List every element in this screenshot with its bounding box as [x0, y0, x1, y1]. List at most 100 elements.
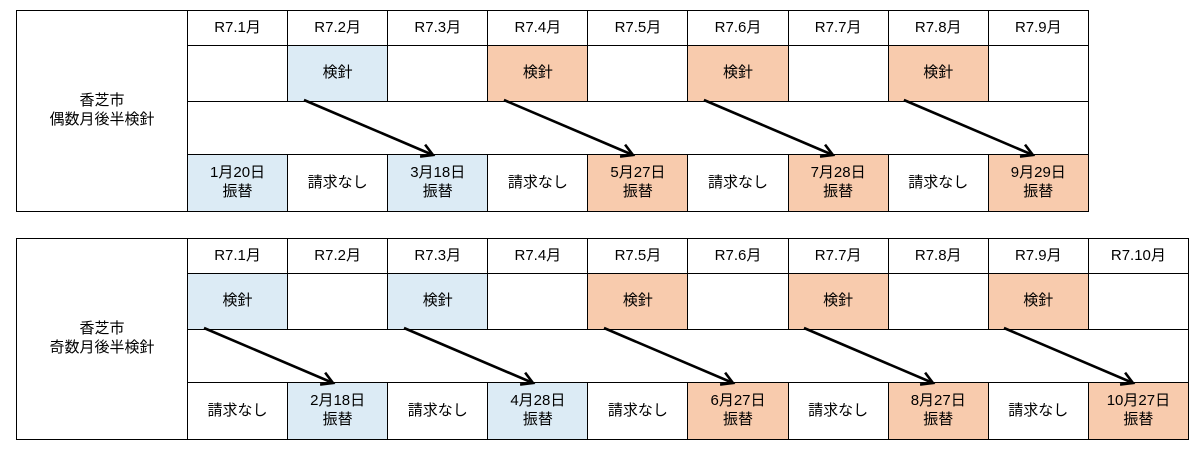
billing-date: 6月27日	[710, 392, 766, 410]
billing-transfer-label: 振替	[1123, 411, 1154, 428]
billing-date: 10月27日	[1106, 392, 1171, 410]
arrow-4	[803, 326, 936, 386]
month-header-4: R7.4月	[487, 10, 589, 46]
billing-date: 9月29日	[1010, 164, 1066, 182]
month-header-2: R7.2月	[287, 10, 389, 46]
billing-cell-lines: 5月27日振替	[588, 164, 687, 202]
billing-cell-lines: 請求なし	[789, 402, 888, 421]
month-header-2: R7.2月	[287, 238, 389, 274]
billing-date: 1月20日	[210, 164, 266, 182]
billing-cell-lines: 2月18日振替	[288, 392, 387, 430]
billing-date: 請求なし	[207, 401, 268, 419]
billing-cell-none-5: 請求なし	[587, 382, 689, 440]
reading-cell-empty-7	[787, 45, 889, 102]
arrow-1	[303, 98, 436, 158]
reading-cell-empty-2	[287, 273, 389, 330]
month-header-6: R7.6月	[687, 238, 789, 274]
reading-cell-empty-4	[487, 273, 589, 330]
billing-cell-none-1: 請求なし	[186, 382, 289, 440]
billing-cell-none-6: 請求なし	[687, 154, 789, 212]
reading-cell-1: 検針	[186, 273, 289, 330]
billing-transfer-label: 振替	[723, 411, 754, 428]
billing-cell-transfer-1: 1月20日振替	[186, 154, 289, 212]
billing-cell-none-2: 請求なし	[287, 154, 389, 212]
reading-cell-empty-5	[587, 45, 689, 102]
billing-cell-transfer-2: 2月18日振替	[287, 382, 389, 440]
row-label-odd-month-late-reading: 香芝市 奇数月後半検針	[16, 238, 188, 440]
billing-cell-lines: 10月27日振替	[1089, 392, 1188, 430]
reading-cell-2: 検針	[287, 45, 389, 102]
arrow-2	[403, 326, 536, 386]
billing-date: 請求なし	[708, 173, 769, 191]
reading-cell-7: 検針	[787, 273, 889, 330]
billing-cell-lines: 4月28日振替	[488, 392, 587, 430]
billing-date: 請求なし	[407, 401, 468, 419]
billing-cell-lines: 7月28日振替	[789, 164, 888, 202]
month-header-9: R7.9月	[987, 238, 1089, 274]
billing-cell-lines: 請求なし	[388, 402, 487, 421]
row-label-even-month-late-reading: 香芝市 偶数月後半検針	[16, 10, 188, 212]
arrow-3	[603, 326, 736, 386]
arrow-2	[503, 98, 636, 158]
arrow-band	[187, 98, 1089, 158]
month-header-9: R7.9月	[987, 10, 1089, 46]
arrow-5	[1003, 326, 1136, 386]
arrow-band	[187, 326, 1189, 386]
billing-date: 5月27日	[610, 164, 666, 182]
billing-date: 請求なし	[507, 173, 568, 191]
reading-cell-3: 検針	[387, 273, 489, 330]
reading-cell-9: 検針	[987, 273, 1089, 330]
billing-transfer-label: 振替	[823, 183, 854, 200]
billing-cell-none-7: 請求なし	[787, 382, 889, 440]
billing-date: 請求なし	[307, 173, 368, 191]
billing-date: 請求なし	[1008, 401, 1069, 419]
month-header-3: R7.3月	[387, 238, 489, 274]
arrow-3	[703, 98, 836, 158]
reading-cell-empty-9	[987, 45, 1089, 102]
month-header-5: R7.5月	[587, 238, 689, 274]
billing-cell-transfer-6: 6月27日振替	[687, 382, 789, 440]
arrow-layer	[188, 326, 1188, 386]
month-header-6: R7.6月	[687, 10, 789, 46]
billing-cell-lines: 3月18日振替	[388, 164, 487, 202]
month-header-4: R7.4月	[487, 238, 589, 274]
month-header-7: R7.7月	[787, 238, 889, 274]
billing-cell-lines: 9月29日振替	[989, 164, 1088, 202]
month-header-3: R7.3月	[387, 10, 489, 46]
billing-cell-lines: 請求なし	[488, 174, 587, 193]
month-header-10: R7.10月	[1087, 238, 1189, 274]
billing-cell-none-4: 請求なし	[487, 154, 589, 212]
billing-cell-transfer-4: 4月28日振替	[487, 382, 589, 440]
billing-cell-transfer-5: 5月27日振替	[587, 154, 689, 212]
billing-cell-transfer-3: 3月18日振替	[387, 154, 489, 212]
billing-cell-lines: 請求なし	[688, 174, 787, 193]
reading-cell-empty-1	[186, 45, 289, 102]
billing-cell-lines: 請求なし	[588, 402, 687, 421]
reading-cell-empty-6	[687, 273, 789, 330]
billing-transfer-label: 振替	[1023, 183, 1054, 200]
month-header-1: R7.1月	[186, 238, 289, 274]
arrow-layer	[188, 98, 1088, 158]
billing-cell-lines: 8月27日振替	[889, 392, 988, 430]
month-header-8: R7.8月	[887, 238, 989, 274]
reading-row: 検針検針検針検針	[17, 45, 1089, 102]
reading-cell-4: 検針	[487, 45, 589, 102]
month-header-8: R7.8月	[887, 10, 989, 46]
month-header-1: R7.1月	[186, 10, 289, 46]
arrow-band-row	[17, 326, 1189, 386]
billing-cell-lines: 請求なし	[188, 402, 287, 421]
billing-cell-lines: 請求なし	[288, 174, 387, 193]
billing-cell-transfer-7: 7月28日振替	[787, 154, 889, 212]
billing-cell-transfer-10: 10月27日振替	[1087, 382, 1189, 440]
arrow-band-row	[17, 98, 1089, 158]
billing-cell-lines: 請求なし	[889, 174, 988, 193]
reading-cell-empty-10	[1087, 273, 1189, 330]
billing-cell-lines: 6月27日振替	[688, 392, 787, 430]
reading-cell-8: 検針	[887, 45, 989, 102]
billing-transfer-label: 振替	[923, 411, 954, 428]
arrow-1	[203, 326, 336, 386]
billing-transfer-label: 振替	[622, 183, 653, 200]
